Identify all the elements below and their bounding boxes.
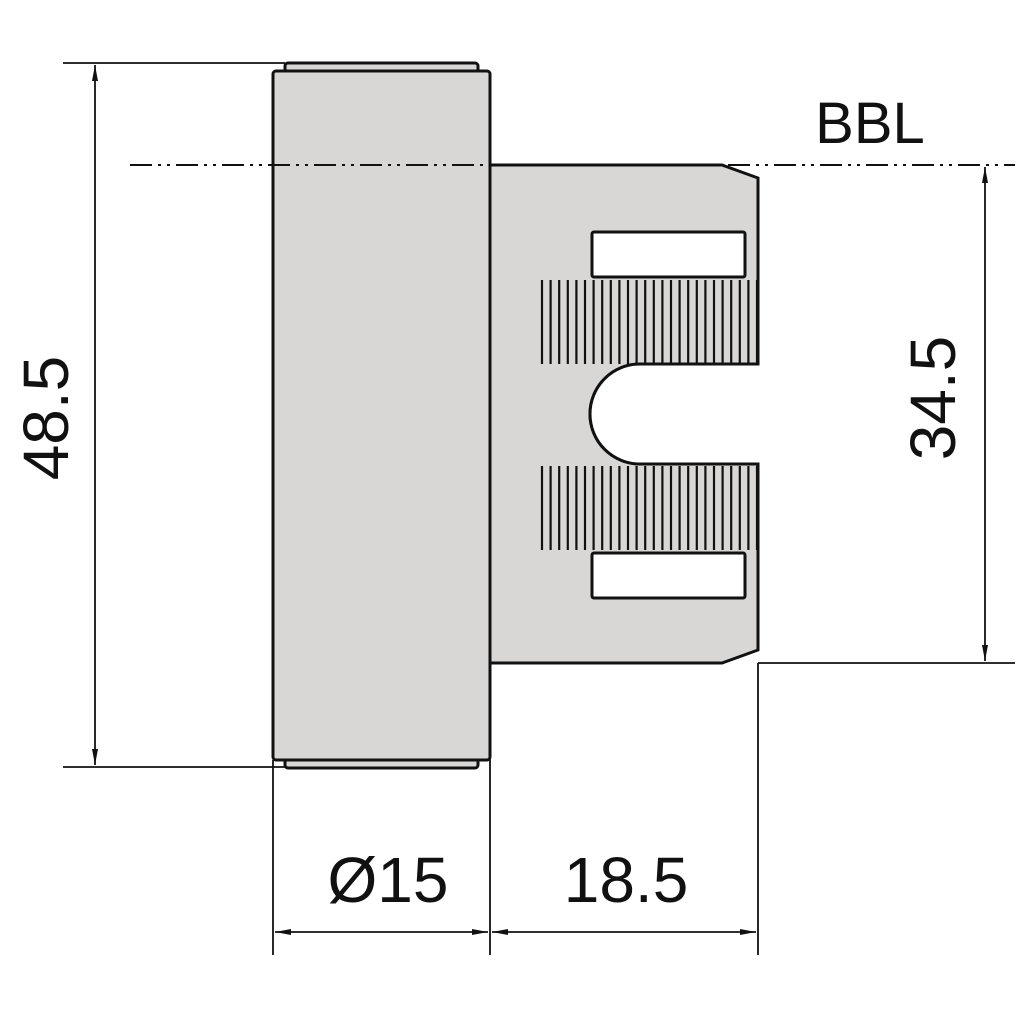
bbl-label: BBL (815, 91, 925, 156)
slot-bottom (590, 551, 747, 600)
dim-plate-height-label: 34.5 (897, 336, 969, 461)
dimension-bottom (272, 663, 759, 955)
mounting-plate (488, 163, 760, 665)
dim-diameter-label: Ø15 (328, 844, 449, 916)
hinge-barrel (271, 61, 492, 770)
slot-top (590, 230, 747, 279)
dimension-total-height (63, 62, 285, 768)
dimension-plate-height (758, 167, 1015, 664)
dim-total-height-label: 48.5 (10, 356, 82, 481)
dim-plate-width-label: 18.5 (564, 844, 689, 916)
